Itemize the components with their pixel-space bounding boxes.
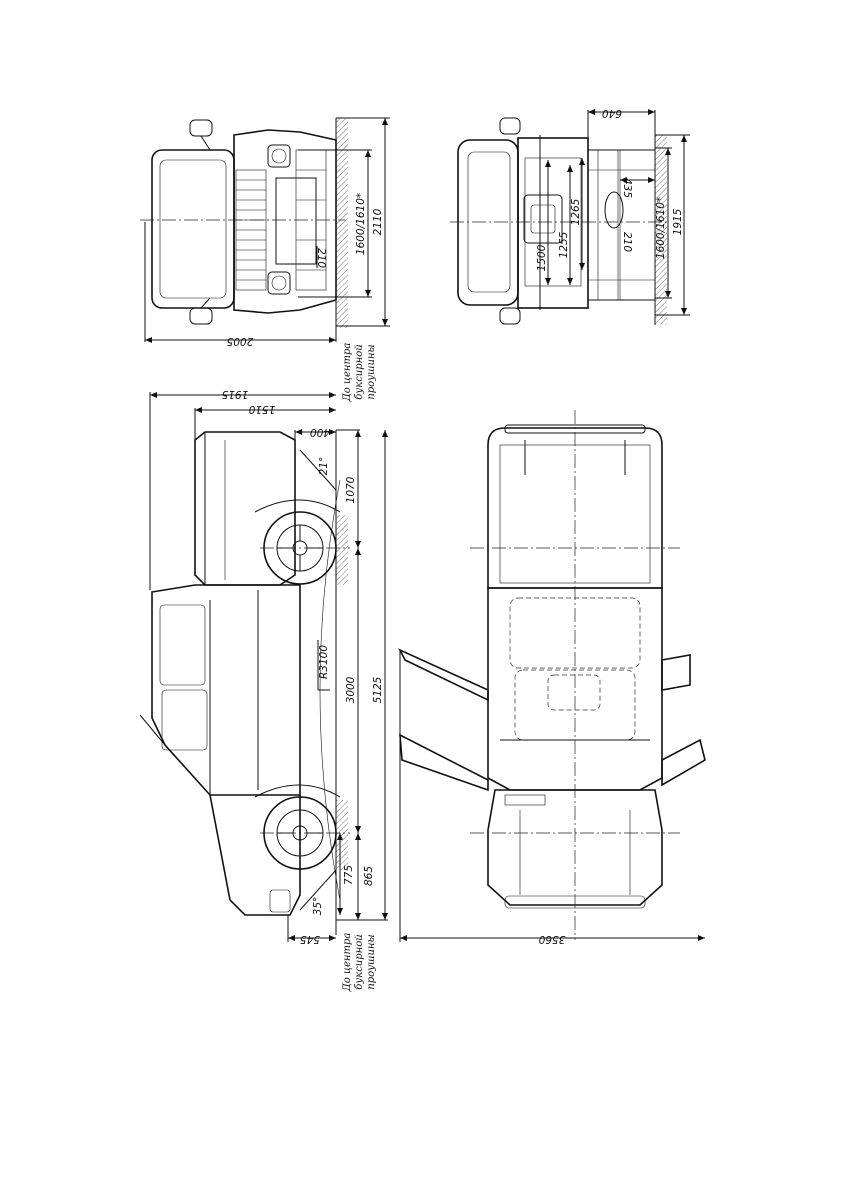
front-track-dim: 1600/1610*	[355, 193, 367, 255]
top-width-doors-open-dim: 3560	[538, 933, 565, 945]
svg-text:До центра: До центра	[342, 933, 353, 993]
rear-height-dim: 1915	[672, 208, 684, 235]
front-clearance-dim: 210	[315, 248, 327, 268]
svg-text:До центра: До центра	[342, 343, 353, 403]
front-height-dim: 2110	[372, 208, 384, 235]
rear-box-b-dim: 1255	[558, 231, 570, 258]
front-view: 1600/1610* 2110 210 2005	[140, 118, 390, 347]
rear-box-a-dim: 1500	[536, 244, 548, 271]
rear-track-dim: 1600/1610*	[655, 197, 667, 259]
svg-text:проушины: проушины	[366, 344, 377, 399]
side-box-height-dim: 1510	[248, 403, 275, 415]
rear-view: 640 435 210 1600/1610* 1915 1500 1255 12…	[450, 107, 690, 325]
side-rear-overhang-dim: 400	[310, 426, 330, 438]
svg-text:проушины: проушины	[366, 934, 377, 989]
side-front-to-axle-dim: 865	[363, 866, 375, 886]
rear-top-dim: 640	[602, 107, 622, 119]
tow-hook-note-bottom: До центра буксирной проушины	[342, 933, 377, 993]
side-rear-to-axle-dim: 1070	[345, 476, 357, 503]
top-view: 3560	[400, 410, 705, 945]
side-view: 1915 1510 400 21° 1070 3000 5125 R3100 8…	[140, 343, 388, 993]
svg-text:буксирной: буксирной	[354, 934, 365, 989]
side-wheelbase-dim: 3000	[345, 676, 357, 703]
side-radius-dim: R3100	[318, 645, 330, 679]
side-roof-height-dim: 1915	[221, 388, 248, 400]
side-front-overhang-dim: 775	[343, 865, 355, 885]
svg-text:буксирной: буксирной	[354, 344, 365, 399]
side-hook-dim: 545	[300, 933, 320, 945]
front-width-dim: 2005	[226, 335, 253, 347]
tow-hook-note-top: До центра буксирной проушины	[342, 343, 377, 403]
side-front-angle-dim: 35°	[312, 897, 324, 916]
rear-clearance-dim: 210	[621, 232, 633, 252]
rear-box-c-dim: 1265	[570, 198, 582, 225]
rear-axle-h-dim: 435	[621, 178, 633, 198]
side-rear-angle-dim: 21°	[318, 457, 330, 476]
side-length-dim: 5125	[372, 676, 384, 703]
